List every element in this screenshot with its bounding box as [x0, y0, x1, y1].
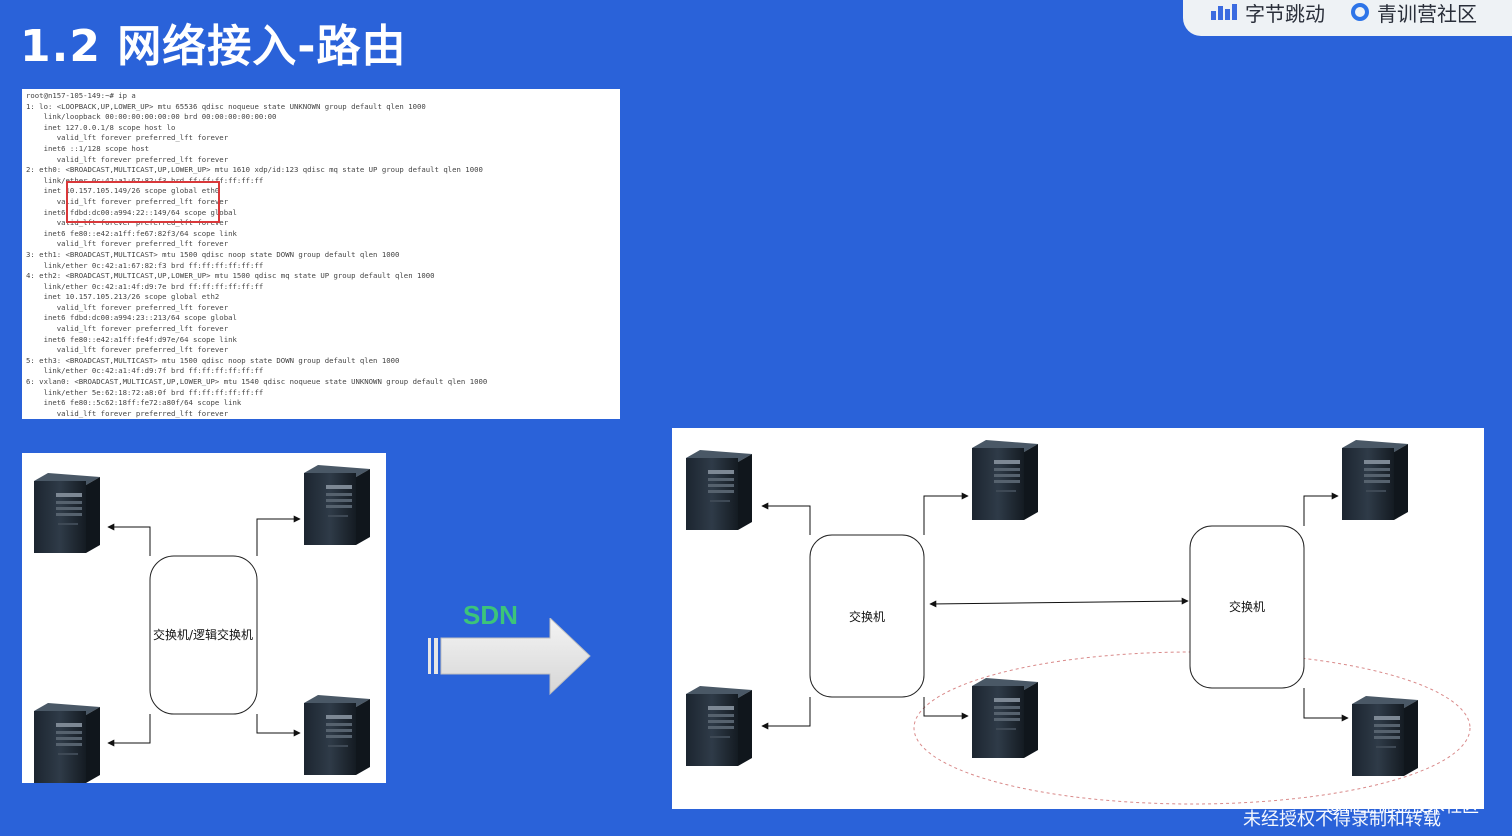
juejin-watermark: @稀土掘金技术社区: [1326, 792, 1479, 817]
server-icon: [34, 473, 100, 553]
community-logo-icon: [1351, 3, 1369, 21]
server-icon: [1342, 440, 1408, 520]
terminal-output: root@n157-105-149:~# ip a 1: lo: <LOOPBA…: [22, 89, 620, 419]
brand-item-2-label: 青训营社区: [1377, 0, 1477, 27]
server-icon: [34, 703, 100, 783]
switch-1-label: 交换机: [849, 609, 885, 624]
bytedance-logo-icon: [1211, 4, 1237, 20]
logical-switch-label: 交换机/逻辑交换机: [153, 627, 253, 642]
right-network-diagram: 交换机 交换机: [672, 428, 1484, 809]
terminal-screenshot: root@n157-105-149:~# ip a 1: lo: <LOOPBA…: [22, 89, 620, 419]
brand-bar: 字节跳动 青训营社区: [1183, 0, 1512, 36]
server-icon: [304, 695, 370, 775]
left-diagram-svg: 交换机/逻辑交换机: [22, 453, 386, 783]
ip-highlight-box: [66, 181, 220, 223]
server-icon: [686, 450, 752, 530]
server-icon: [972, 440, 1038, 520]
right-diagram-svg: 交换机 交换机: [672, 428, 1484, 809]
server-icon: [1352, 696, 1418, 776]
server-icon: [686, 686, 752, 766]
server-icon: [304, 465, 370, 545]
sdn-arrow-icon: [428, 618, 592, 696]
brand-bytedance: 字节跳动: [1211, 0, 1325, 27]
switch-2-label: 交换机: [1229, 599, 1265, 614]
slide-title: 1.2 网络接入-路由: [20, 10, 407, 74]
server-icon: [972, 678, 1038, 758]
brand-community: 青训营社区: [1351, 0, 1477, 27]
left-network-diagram: 交换机/逻辑交换机: [22, 453, 386, 783]
brand-item-1-label: 字节跳动: [1245, 0, 1325, 27]
